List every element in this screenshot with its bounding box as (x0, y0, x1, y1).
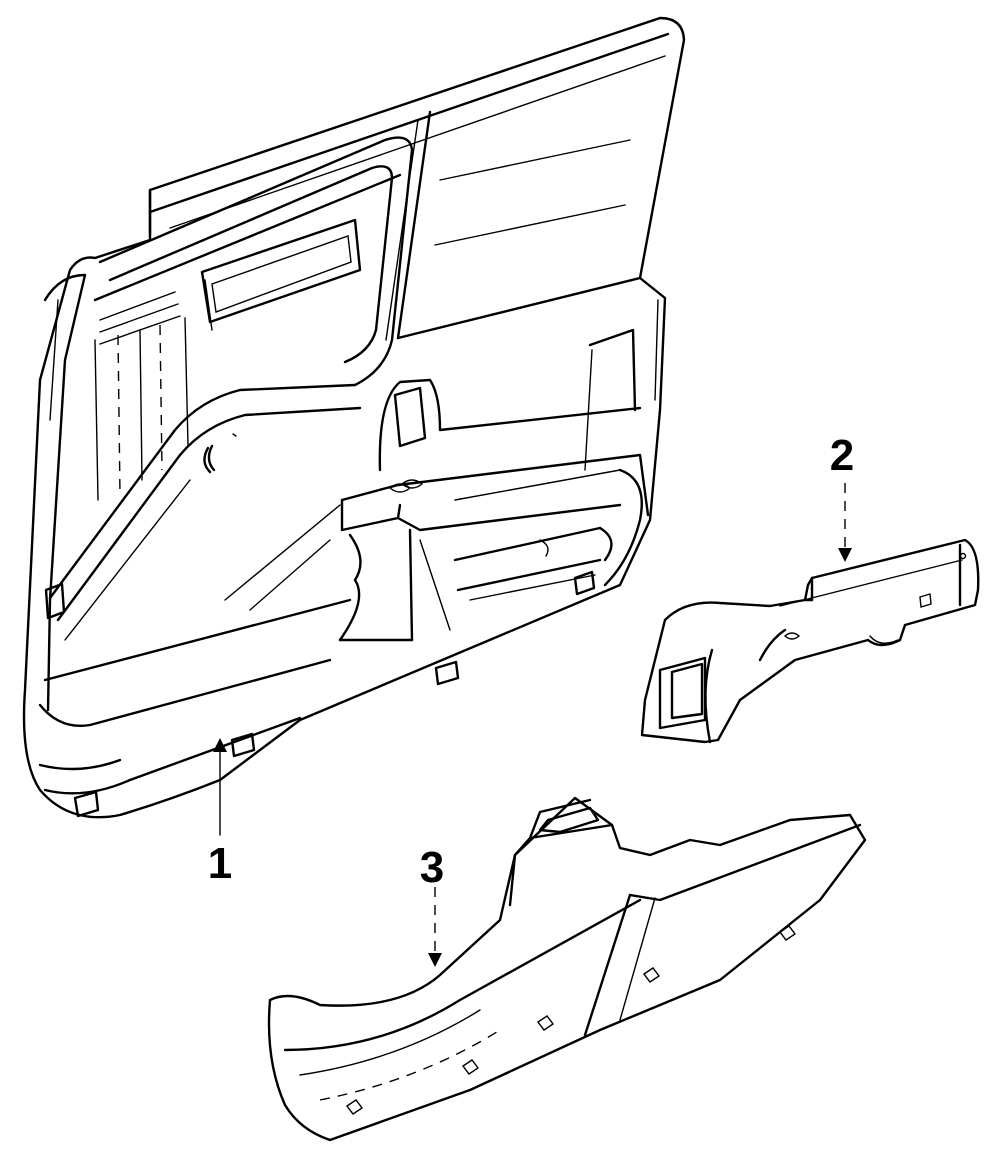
callout-3-label: 3 (420, 843, 444, 892)
callout-1-arrowhead (213, 738, 227, 752)
callout-3: 3 (420, 843, 444, 967)
callout-2-label: 2 (830, 431, 854, 480)
callout-1-label: 1 (208, 839, 232, 888)
callout-1: 1 (208, 738, 232, 888)
callout-2: 2 (830, 431, 854, 562)
armrest-bracket (640, 538, 980, 744)
lower-trim-panel (267, 796, 867, 1142)
callout-3-arrowhead (428, 953, 442, 967)
door-trim-panel (22, 16, 686, 819)
callout-2-arrowhead (838, 548, 852, 562)
